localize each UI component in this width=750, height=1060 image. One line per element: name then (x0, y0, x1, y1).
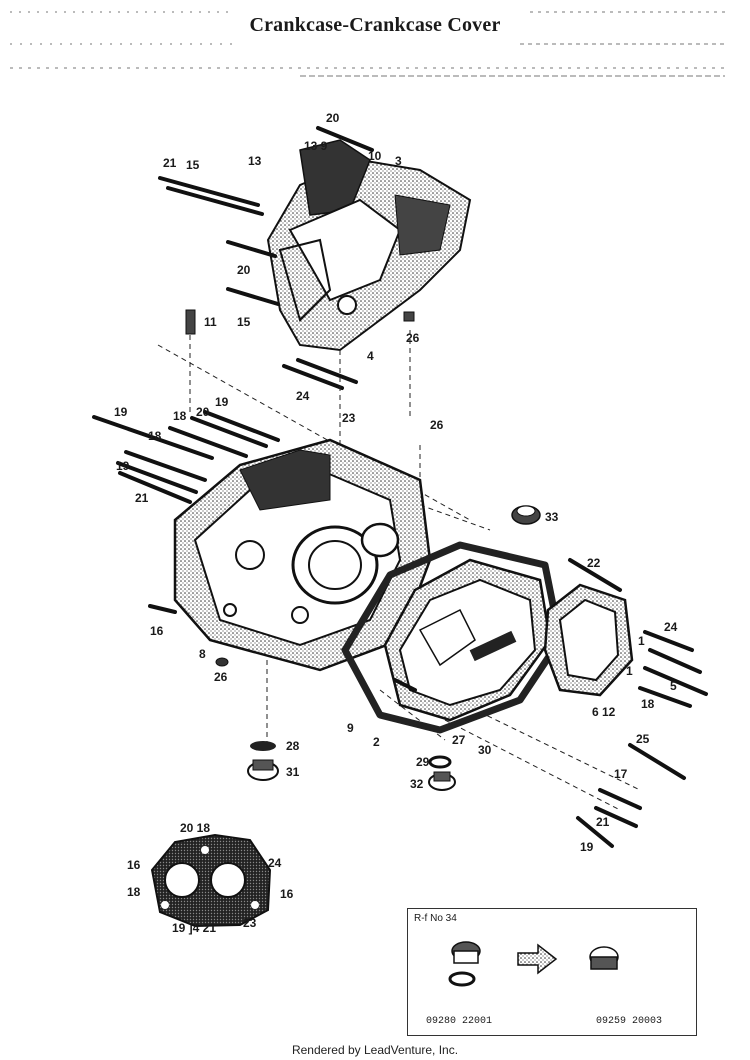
arrow-right-icon (517, 943, 558, 975)
callout-19: 19 (215, 395, 229, 409)
callout-16: 16 (150, 624, 164, 638)
callout-18: 18 (173, 409, 187, 423)
callout-5: 5 (670, 679, 677, 693)
crankcase-cover (383, 558, 552, 722)
callout-4: 4 (367, 349, 374, 363)
drain-plug-right (428, 755, 456, 791)
callout-13-9: 13 9 (304, 139, 328, 153)
page-title: Crankcase-Crankcase Cover (249, 14, 501, 36)
crankcase-bolts-left (92, 410, 280, 667)
callout-20: 20 (326, 111, 340, 125)
new-plug-icon (589, 946, 619, 970)
callout-1: 1 (626, 664, 633, 678)
inset-callout-19-21: 19 ]4 21 (172, 921, 217, 935)
crankcase-half (173, 438, 432, 672)
old-plug-icon (448, 941, 481, 987)
footer-credit: Rendered by LeadVenture, Inc. (291, 1043, 459, 1057)
callout-20: 20 (196, 405, 210, 419)
callout-24: 24 (296, 389, 310, 403)
callout-21: 21 (163, 156, 177, 170)
callout-8: 8 (199, 647, 206, 661)
oil-filler-cap (511, 505, 541, 525)
callout-32: 32 (410, 777, 424, 791)
inset-callout-16: 16 (280, 887, 294, 901)
inset-callout-24: 24 (268, 856, 282, 870)
callout-21: 21 (596, 815, 610, 829)
callout-11: 11 (204, 315, 217, 329)
inset-callout-18: 18 (127, 885, 141, 899)
inset-callout-20-18: 20 18 (180, 821, 211, 835)
callout-26: 26 (406, 331, 420, 345)
callout-23: 23 (342, 411, 356, 425)
drain-plug-left (247, 741, 279, 781)
callout-19: 19 (116, 459, 130, 473)
new-part-number: 09259 20003 (595, 1016, 662, 1027)
callout-19: 19 (114, 405, 128, 419)
inset-callout-23: 23 (243, 916, 257, 930)
ref-label: R-f No 34 (414, 913, 457, 924)
callout-13: 13 (248, 154, 262, 168)
callout-31: 31 (286, 765, 300, 779)
header-speckle (10, 11, 725, 77)
inset-gasket (150, 833, 272, 928)
top-bolts (158, 126, 415, 390)
callout-22: 22 (587, 556, 601, 570)
callout-20: 20 (237, 263, 251, 277)
callout-15: 15 (237, 315, 251, 329)
callout-26: 26 (214, 670, 228, 684)
callout-6-12: 6 12 (592, 705, 616, 719)
callout-30: 30 (478, 743, 492, 757)
supersession-graphic (448, 941, 619, 987)
clutch-side-cover (543, 583, 634, 697)
callout-17: 17 (614, 767, 628, 781)
callout-15: 15 (186, 158, 200, 172)
callout-2: 2 (373, 735, 380, 749)
callout-24: 24 (664, 620, 678, 634)
callout-18: 18 (148, 429, 162, 443)
callout-28: 28 (286, 739, 300, 753)
stator-cover-assembly (266, 139, 472, 352)
old-part-number: 09280 22001 (426, 1016, 493, 1027)
callout-25: 25 (636, 732, 650, 746)
callout-21: 21 (135, 491, 149, 505)
callout-33: 33 (545, 510, 559, 524)
callout-26: 26 (430, 418, 444, 432)
callout-1: 1 (638, 634, 645, 648)
callout-18: 18 (641, 697, 655, 711)
inset-callout-16: 16 (127, 858, 141, 872)
callout-3: 3 (395, 154, 402, 168)
callout-29: 29 (416, 755, 430, 769)
callout-27: 27 (452, 733, 466, 747)
callout-10: 10 (368, 149, 382, 163)
part-supersession-box: R-f No 34 09280 22001 09259 20003 (407, 908, 697, 1036)
cover-bolts-right (393, 558, 708, 848)
callout-9: 9 (347, 721, 354, 735)
callout-19: 19 (580, 840, 594, 854)
